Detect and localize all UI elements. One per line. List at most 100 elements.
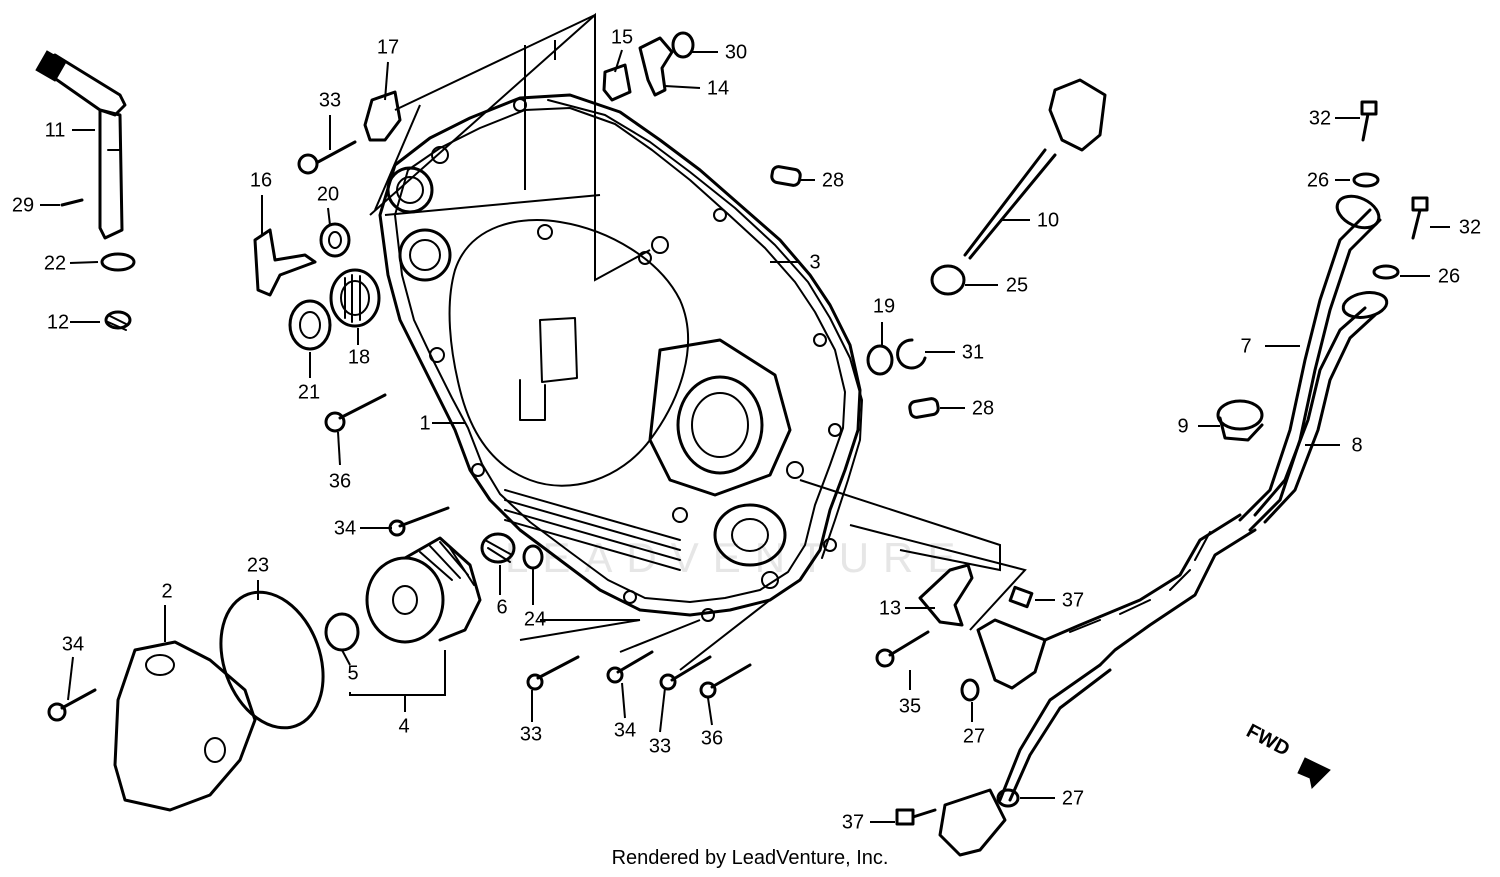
bearing-18 [329, 268, 381, 328]
bolt-37-upper [1008, 585, 1034, 609]
callout-29: 29 [12, 194, 34, 216]
bolt-34-left [47, 688, 97, 722]
dipstick [963, 78, 1107, 260]
bolt-37-lower [895, 808, 937, 826]
bolt-33-top [297, 140, 357, 175]
flange-lower [938, 788, 1007, 857]
clamp-15 [602, 63, 632, 102]
fwd-label: FWD [1243, 720, 1294, 761]
clip-30 [671, 31, 695, 59]
callout-25: 25 [1006, 274, 1028, 296]
spring-6 [480, 532, 516, 564]
callout-17: 17 [377, 36, 399, 58]
callout-36b: 36 [701, 727, 723, 749]
gasket-23 [219, 590, 325, 730]
cap-5 [324, 612, 360, 652]
oring-27-upper [960, 678, 980, 702]
callout-27a: 27 [963, 725, 985, 747]
callout-8: 8 [1351, 434, 1362, 456]
callout-31: 31 [962, 341, 984, 363]
dowel-28-right [908, 397, 940, 419]
callout-30: 30 [725, 41, 747, 63]
leader-lines [40, 49, 1450, 823]
oring-25 [930, 264, 966, 296]
callout-2: 2 [161, 580, 172, 602]
callout-20: 20 [317, 183, 339, 205]
callout-23: 23 [247, 554, 269, 576]
callout-35: 35 [899, 695, 921, 717]
lever-14 [638, 36, 674, 97]
callout-37a: 37 [1062, 589, 1084, 611]
callout-21: 21 [298, 381, 320, 403]
callout-6: 6 [496, 596, 507, 618]
callout-14: 14 [707, 77, 729, 99]
washer-22 [100, 252, 136, 272]
shift-shaft [35, 50, 127, 240]
callout-33b: 33 [520, 723, 542, 745]
callout-34c: 34 [614, 719, 636, 741]
callout-36a: 36 [329, 470, 351, 492]
callout-27b: 27 [1062, 787, 1084, 809]
callout-24: 24 [524, 608, 546, 630]
callout-4: 4 [398, 715, 409, 737]
bolt-35 [875, 630, 930, 668]
callout-26a: 26 [1307, 169, 1329, 191]
callout-33a: 33 [319, 89, 341, 111]
callout-12: 12 [47, 311, 69, 333]
bolt-34-lower [606, 650, 654, 684]
washer-26-top [1352, 172, 1380, 188]
washer-26-right [1372, 264, 1400, 280]
assembly-lines [369, 12, 1027, 671]
cover-gasket [547, 99, 863, 559]
clip-31 [896, 338, 927, 370]
collar-19 [866, 344, 894, 376]
plate-13 [918, 563, 974, 627]
callout-28a: 28 [822, 169, 844, 191]
callout-26b: 26 [1438, 265, 1460, 287]
callout-32b: 32 [1459, 216, 1481, 238]
callout-1: 1 [419, 412, 430, 434]
washer-27-lower [996, 788, 1020, 808]
callout-18: 18 [348, 346, 370, 368]
callout-10: 10 [1037, 209, 1059, 231]
callout-9: 9 [1177, 415, 1188, 437]
callouts: 1 2 3 4 5 6 7 8 9 10 11 12 13 14 15 16 1… [12, 26, 1481, 833]
forward-arrow: FWD [1243, 720, 1331, 790]
callout-32a: 32 [1309, 107, 1331, 129]
oil-pipes [998, 194, 1389, 802]
callout-33c: 33 [649, 735, 671, 757]
bolt-36-left [324, 393, 387, 433]
callout-37b: 37 [842, 811, 864, 833]
watermark: LEADVENTURE [505, 534, 969, 581]
flange-upper [976, 618, 1047, 690]
bolt-33-lower-a [526, 655, 580, 691]
pin-29 [60, 198, 84, 207]
bracket-17 [363, 90, 402, 142]
footer-credit: Rendered by LeadVenture, Inc. [611, 847, 889, 869]
oil-filter [365, 536, 482, 644]
filter-cover [113, 640, 257, 812]
arm-16 [253, 228, 317, 297]
grommet-9 [1216, 399, 1264, 442]
bolt-34-top [388, 506, 450, 537]
bolt-33-lower-b [659, 655, 712, 691]
spring-12 [104, 310, 132, 331]
callout-19: 19 [873, 295, 895, 317]
bolt-36-lower [699, 663, 752, 699]
crankcase-cover [378, 93, 862, 622]
seal-21 [288, 299, 332, 351]
callout-34a: 34 [334, 517, 356, 539]
callout-13: 13 [879, 597, 901, 619]
callout-34b: 34 [62, 633, 84, 655]
bolt-32-right [1411, 196, 1429, 240]
callout-3: 3 [809, 251, 820, 273]
callout-15: 15 [611, 26, 633, 48]
callout-16: 16 [250, 169, 272, 191]
callout-22: 22 [44, 252, 66, 274]
bolt-32-top [1360, 100, 1378, 142]
collar-20 [319, 222, 351, 258]
callout-7: 7 [1240, 335, 1251, 357]
callout-28b: 28 [972, 397, 994, 419]
callout-5: 5 [347, 662, 358, 684]
